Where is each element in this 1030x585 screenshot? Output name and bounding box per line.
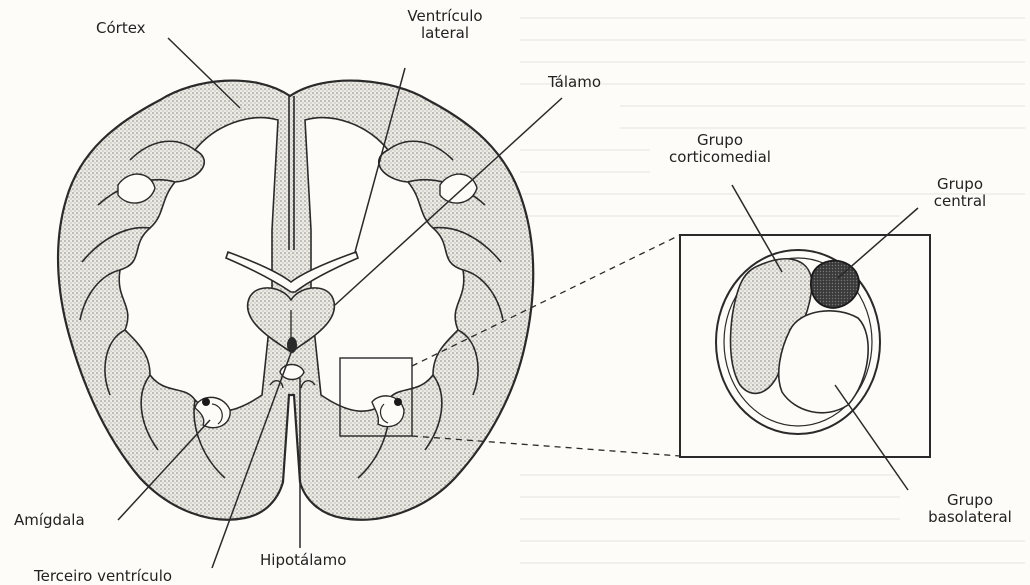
label-grupo-basolateral: Grupo basolateral	[915, 492, 1025, 526]
label-terceiro-ventriculo: Terceiro ventrículo	[34, 568, 172, 585]
brain-section	[58, 81, 533, 520]
label-amigdala: Amígdala	[14, 512, 85, 529]
central-group	[811, 261, 859, 308]
label-grupo-corticomedial: Grupo corticomedial	[660, 132, 780, 166]
label-ventriculo-lateral: Ventrículo lateral	[390, 8, 500, 42]
label-hipotalamo: Hipotálamo	[260, 552, 346, 569]
amygdala-enlarged	[680, 235, 930, 457]
label-grupo-central: Grupo central	[920, 176, 1000, 210]
basolateral-group	[779, 311, 868, 413]
label-talamo: Tálamo	[548, 74, 601, 91]
label-cortex: Córtex	[96, 20, 146, 37]
